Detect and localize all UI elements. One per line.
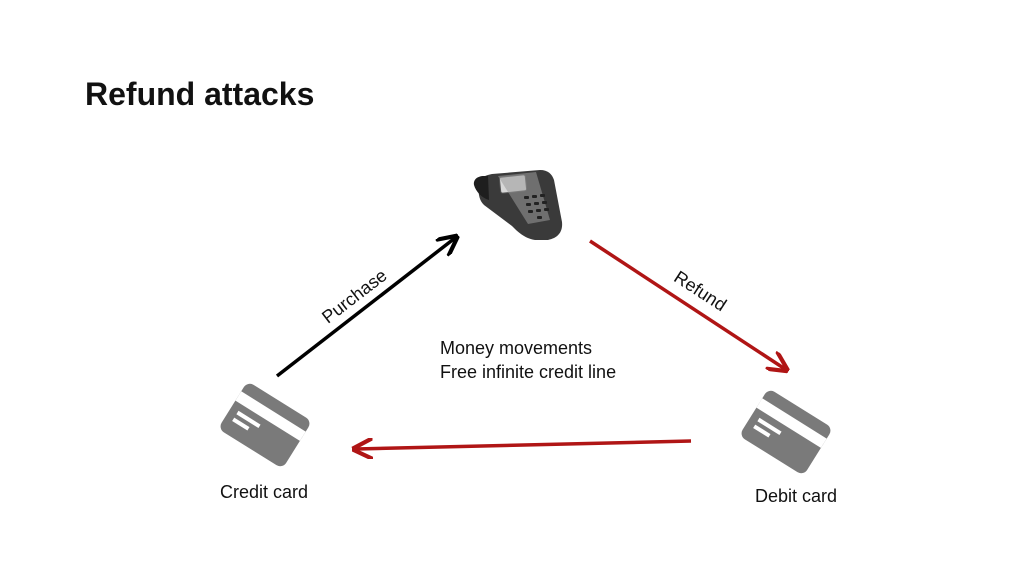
credit-card-icon: [220, 383, 310, 467]
transfer-arrow: [356, 441, 692, 449]
refund-arrow: [589, 239, 785, 369]
purchase-arrow: [275, 238, 455, 378]
debit-card-label: Debit card: [755, 486, 838, 506]
refund-label: Refund: [670, 267, 730, 315]
debit-card-icon: [741, 390, 831, 474]
page-title: Refund attacks: [85, 76, 315, 112]
notes-line-1: Money movements: [440, 338, 593, 358]
credit-card-label: Credit card: [220, 482, 309, 502]
notes-line-2: Free infinite credit line: [440, 362, 617, 382]
payment-terminal-icon: [473, 170, 563, 240]
money-movement-notes: Money movements Free infinite credit lin…: [440, 336, 616, 384]
